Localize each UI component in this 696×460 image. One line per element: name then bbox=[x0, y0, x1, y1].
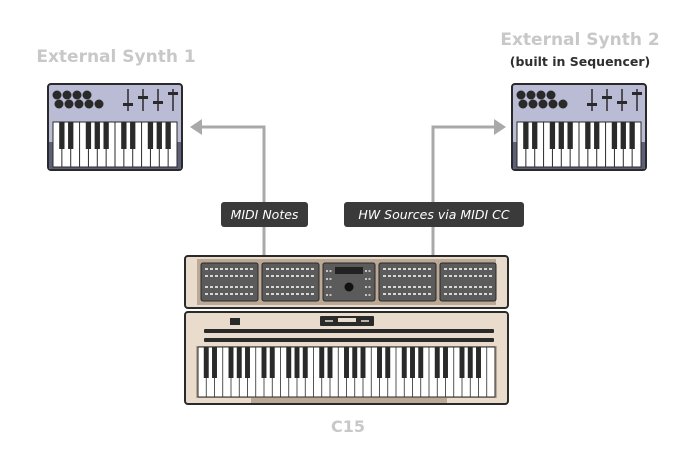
c15-synthesizer-icon bbox=[184, 255, 509, 405]
synth1-title: External Synth 1 bbox=[36, 47, 195, 67]
synth2-title: External Synth 2 bbox=[500, 30, 659, 50]
synth2-subtitle: (built in Sequencer) bbox=[510, 54, 650, 69]
midi-notes-text: MIDI Notes bbox=[231, 207, 299, 222]
hw-sources-line bbox=[431, 125, 498, 262]
hw-sources-label: HW Sources via MIDI CC bbox=[344, 202, 524, 227]
arrow-head-icon bbox=[190, 119, 202, 135]
hw-sources-text: HW Sources via MIDI CC bbox=[358, 207, 509, 222]
midi-notes-line bbox=[200, 125, 266, 262]
c15-label: C15 bbox=[331, 417, 365, 436]
synth-keyboard-icon bbox=[47, 83, 183, 171]
synth-keyboard-icon bbox=[511, 83, 647, 171]
arrow-head-icon bbox=[494, 119, 506, 135]
connection-lines bbox=[200, 125, 498, 262]
midi-notes-label: MIDI Notes bbox=[221, 202, 308, 227]
